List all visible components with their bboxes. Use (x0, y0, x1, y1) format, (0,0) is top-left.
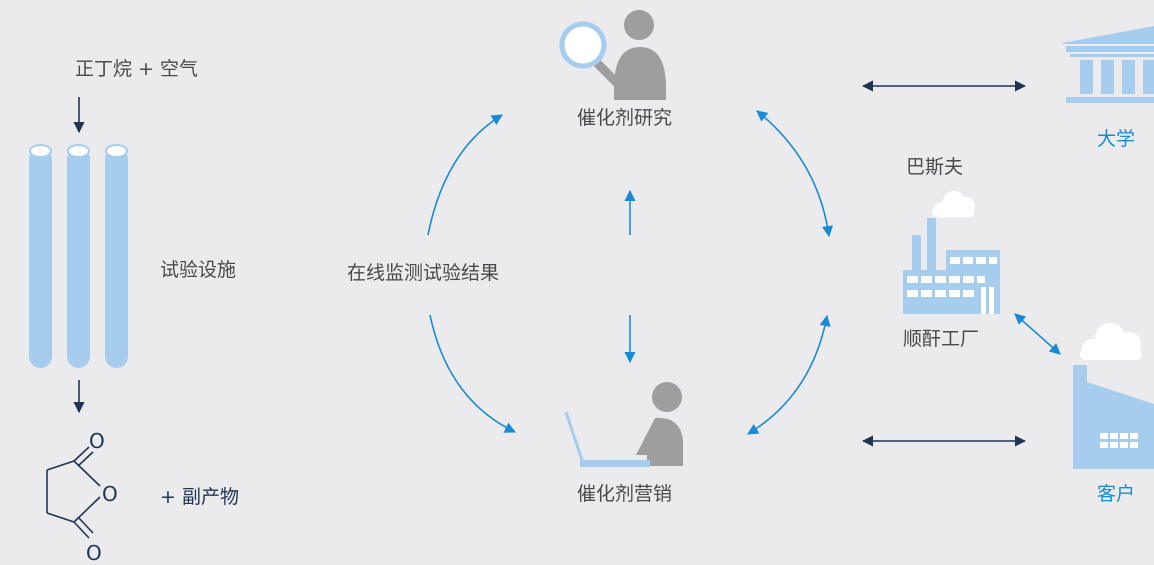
byproduct-label: + 副产物 (160, 486, 239, 508)
arrow-to-marketing (429, 314, 517, 433)
basf-label: 巴斯夫 (906, 156, 964, 178)
reactor-tubes-icon (29, 144, 128, 368)
arrow-plant-marketing (747, 314, 831, 435)
arrow-plant-customer (1014, 313, 1061, 355)
customer-smoke-cloud-icon (1080, 323, 1142, 360)
catalyst-marketing-label: 催化剂营销 (577, 483, 673, 505)
maleic-anhydride-structure-icon (46, 446, 101, 539)
plant-smoke-cloud-icon (932, 191, 975, 218)
university-building-icon (1062, 26, 1154, 103)
catalyst-research-label: 催化剂研究 (577, 107, 673, 129)
customer-factory-icon (1073, 365, 1154, 469)
oxygen-atom-bottom: O (86, 541, 102, 565)
oxygen-atom-ring: O (102, 482, 118, 506)
feed-label: 正丁烷 + 空气 (75, 58, 198, 80)
customer-label: 客户 (1097, 483, 1136, 505)
oxygen-atom-top: O (89, 429, 105, 453)
plant-label: 顺酐工厂 (903, 328, 980, 350)
arrow-to-research (427, 114, 503, 236)
test-facility-label: 试验设施 (160, 259, 237, 281)
marketer-icon (564, 382, 683, 467)
researcher-icon (559, 10, 666, 100)
arrow-research-plant (756, 110, 834, 238)
online-monitoring-label: 在线监测试验结果 (347, 262, 500, 284)
plant-factory-icon (903, 218, 1000, 314)
university-label: 大学 (1097, 128, 1136, 150)
